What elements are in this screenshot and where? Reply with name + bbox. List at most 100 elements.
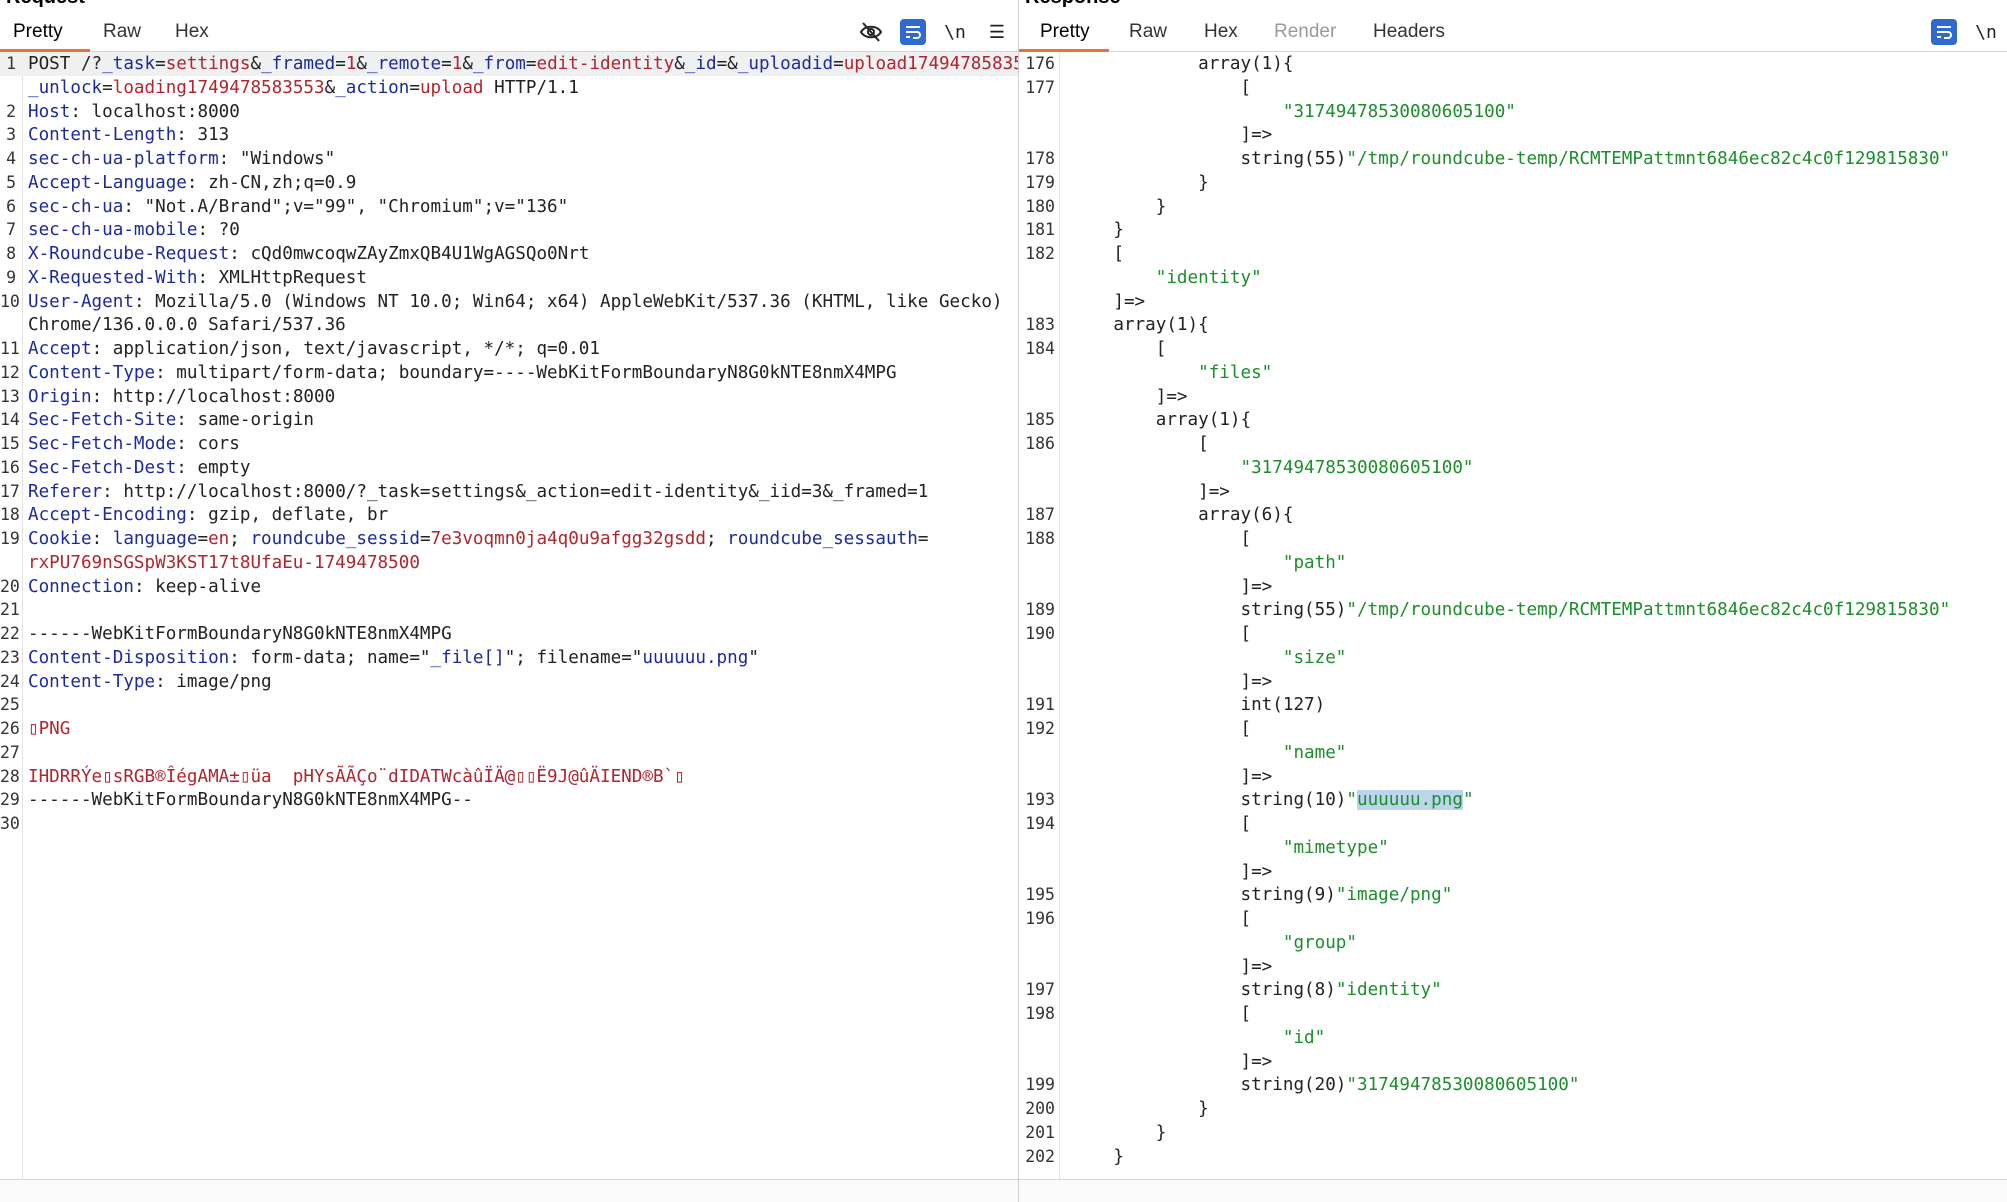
response-tab-bar: Pretty Raw Hex Render Headers \n (1019, 15, 2007, 52)
line-number: 14 (0, 410, 20, 430)
code-line: "identity" (1019, 266, 2007, 290)
code-token: "31749478530080605100" (1346, 1075, 1580, 1096)
line-text: [ (1071, 76, 1251, 100)
code-token: string(9) (1071, 885, 1336, 906)
line-text: string(55)"/tmp/roundcube-temp/RCMTEMPat… (1071, 598, 1950, 622)
code-token: } (1071, 1122, 1167, 1143)
line-number: 26 (0, 719, 20, 738)
response-search-bar[interactable] (1019, 1179, 2007, 1202)
response-editor[interactable]: 176 array(1){177 [ "31749478530080605100… (1019, 52, 2007, 1180)
line-text: int(127) (1071, 693, 1325, 717)
line-text: X-Requested-With: XMLHttpRequest (28, 266, 367, 290)
line-text: Accept-Encoding: gzip, deflate, br (28, 503, 388, 527)
response-line-gutter (1019, 52, 1060, 1180)
line-number: 202 (1025, 1146, 1055, 1166)
line-number: 2 (6, 101, 16, 121)
code-token: & (324, 77, 336, 98)
line-text: [ (1071, 337, 1167, 361)
code-token: = (525, 54, 537, 74)
menu-icon[interactable]: ☰ (988, 21, 1006, 43)
code-token: : Mozilla/5.0 (Windows NT 10.0; Win64; x… (133, 291, 1003, 312)
code-line: 21 (0, 598, 1018, 622)
code-line: 190 [ (1019, 622, 2007, 646)
line-number: 25 (0, 695, 20, 715)
line-number: 180 (1025, 196, 1055, 216)
response-tab-hex[interactable]: Hex (1204, 21, 1238, 42)
code-token: ]=> (1071, 576, 1273, 597)
code-token: rxPU769nSGSpW3KST17t8UfaEu-1749478500 (28, 552, 420, 573)
code-line: "group" (1019, 931, 2007, 955)
code-token: 7e3voqmn0ja4q0u9afgg32gsdd (430, 529, 706, 549)
wrap-icon[interactable] (900, 19, 926, 45)
line-number: 179 (1025, 172, 1055, 192)
line-number: 9 (6, 267, 16, 287)
line-text: string(10)"uuuuuu.png" (1071, 788, 1474, 812)
code-token: sec-ch-ua-platform (28, 149, 219, 169)
code-line: "files" (1019, 361, 2007, 385)
line-number: 201 (1025, 1122, 1055, 1142)
code-token: ]=> (1071, 125, 1273, 146)
code-token: ; (705, 529, 728, 549)
code-line: ]=> (1019, 385, 2007, 409)
code-token: : multipart/form-data; boundary=----WebK… (155, 362, 897, 383)
request-tab-hex[interactable]: Hex (175, 21, 209, 42)
newline-icon[interactable]: \n (944, 21, 966, 43)
wrap-icon[interactable] (1931, 19, 1957, 45)
line-number: 184 (1025, 339, 1055, 358)
line-text: Content-Length: 313 (28, 123, 229, 147)
code-line: 187 array(6){ (1019, 503, 2007, 527)
newline-icon[interactable]: \n (1975, 21, 1997, 43)
line-text: Content-Type: multipart/form-data; bound… (28, 361, 897, 385)
response-tab-raw[interactable]: Raw (1129, 21, 1168, 42)
line-number: 196 (1025, 909, 1055, 928)
response-tab-pretty[interactable]: Pretty (1040, 21, 1090, 42)
line-text: sec-ch-ua: "Not.A/Brand";v="99", "Chromi… (28, 195, 568, 219)
request-tab-raw[interactable]: Raw (103, 21, 142, 42)
code-token: Sec-Fetch-Dest (28, 457, 177, 478)
line-number: 16 (0, 457, 20, 477)
code-line: ]=> (1019, 123, 2007, 147)
request-search-bar[interactable] (0, 1179, 1018, 1202)
line-text: [ (1071, 432, 1209, 456)
line-text: Accept-Language: zh-CN,zh;q=0.9 (28, 171, 356, 195)
code-token: : application/json, text/javascript, */*… (91, 339, 600, 359)
line-number: 195 (1025, 885, 1055, 905)
line-number: 19 (0, 529, 20, 548)
code-token: HTTP/1.1 (483, 77, 579, 98)
code-token: : cQd0mwcoqwZAyZmxQB4U1WgAGSQo0Nrt (229, 244, 590, 264)
code-token: User-Agent (28, 291, 134, 312)
request-tab-pretty[interactable]: Pretty (13, 21, 63, 42)
line-number: 28 (0, 766, 20, 786)
code-token: en (208, 529, 230, 549)
response-tab-render[interactable]: Render (1274, 21, 1337, 42)
code-token: "mimetype" (1071, 837, 1389, 858)
hide-icon[interactable] (858, 19, 884, 45)
line-text: array(1){ (1071, 313, 1208, 337)
line-text: IHDRRÝe▯sRGB®ÎégAMA±▯üa pHYsÃÃÇo¨dIDATWc… (28, 765, 685, 789)
code-token: : image/png (155, 671, 272, 692)
line-text: ------WebKitFormBoundaryN8G0kNTE8nmX4MPG… (28, 788, 473, 812)
code-token: ------WebKitFormBoundaryN8G0kNTE8nmX4MPG… (28, 790, 473, 811)
code-token: ; (229, 529, 251, 549)
response-tab-headers[interactable]: Headers (1373, 21, 1445, 42)
code-line: Chrome/136.0.0.0 Safari/537.36 (0, 313, 1018, 337)
line-number: 30 (0, 814, 20, 833)
code-token: ▯PNG (28, 719, 71, 739)
code-token: ]=> (1071, 766, 1273, 787)
line-number: 182 (1025, 244, 1055, 263)
code-line: 196 [ (1019, 907, 2007, 931)
code-token: [ (1071, 624, 1252, 644)
line-number: 186 (1025, 434, 1055, 453)
code-token: = (917, 529, 929, 549)
line-text: ]=> (1071, 480, 1230, 504)
line-text: _unlock=loading1749478583553&_action=upl… (28, 76, 579, 100)
